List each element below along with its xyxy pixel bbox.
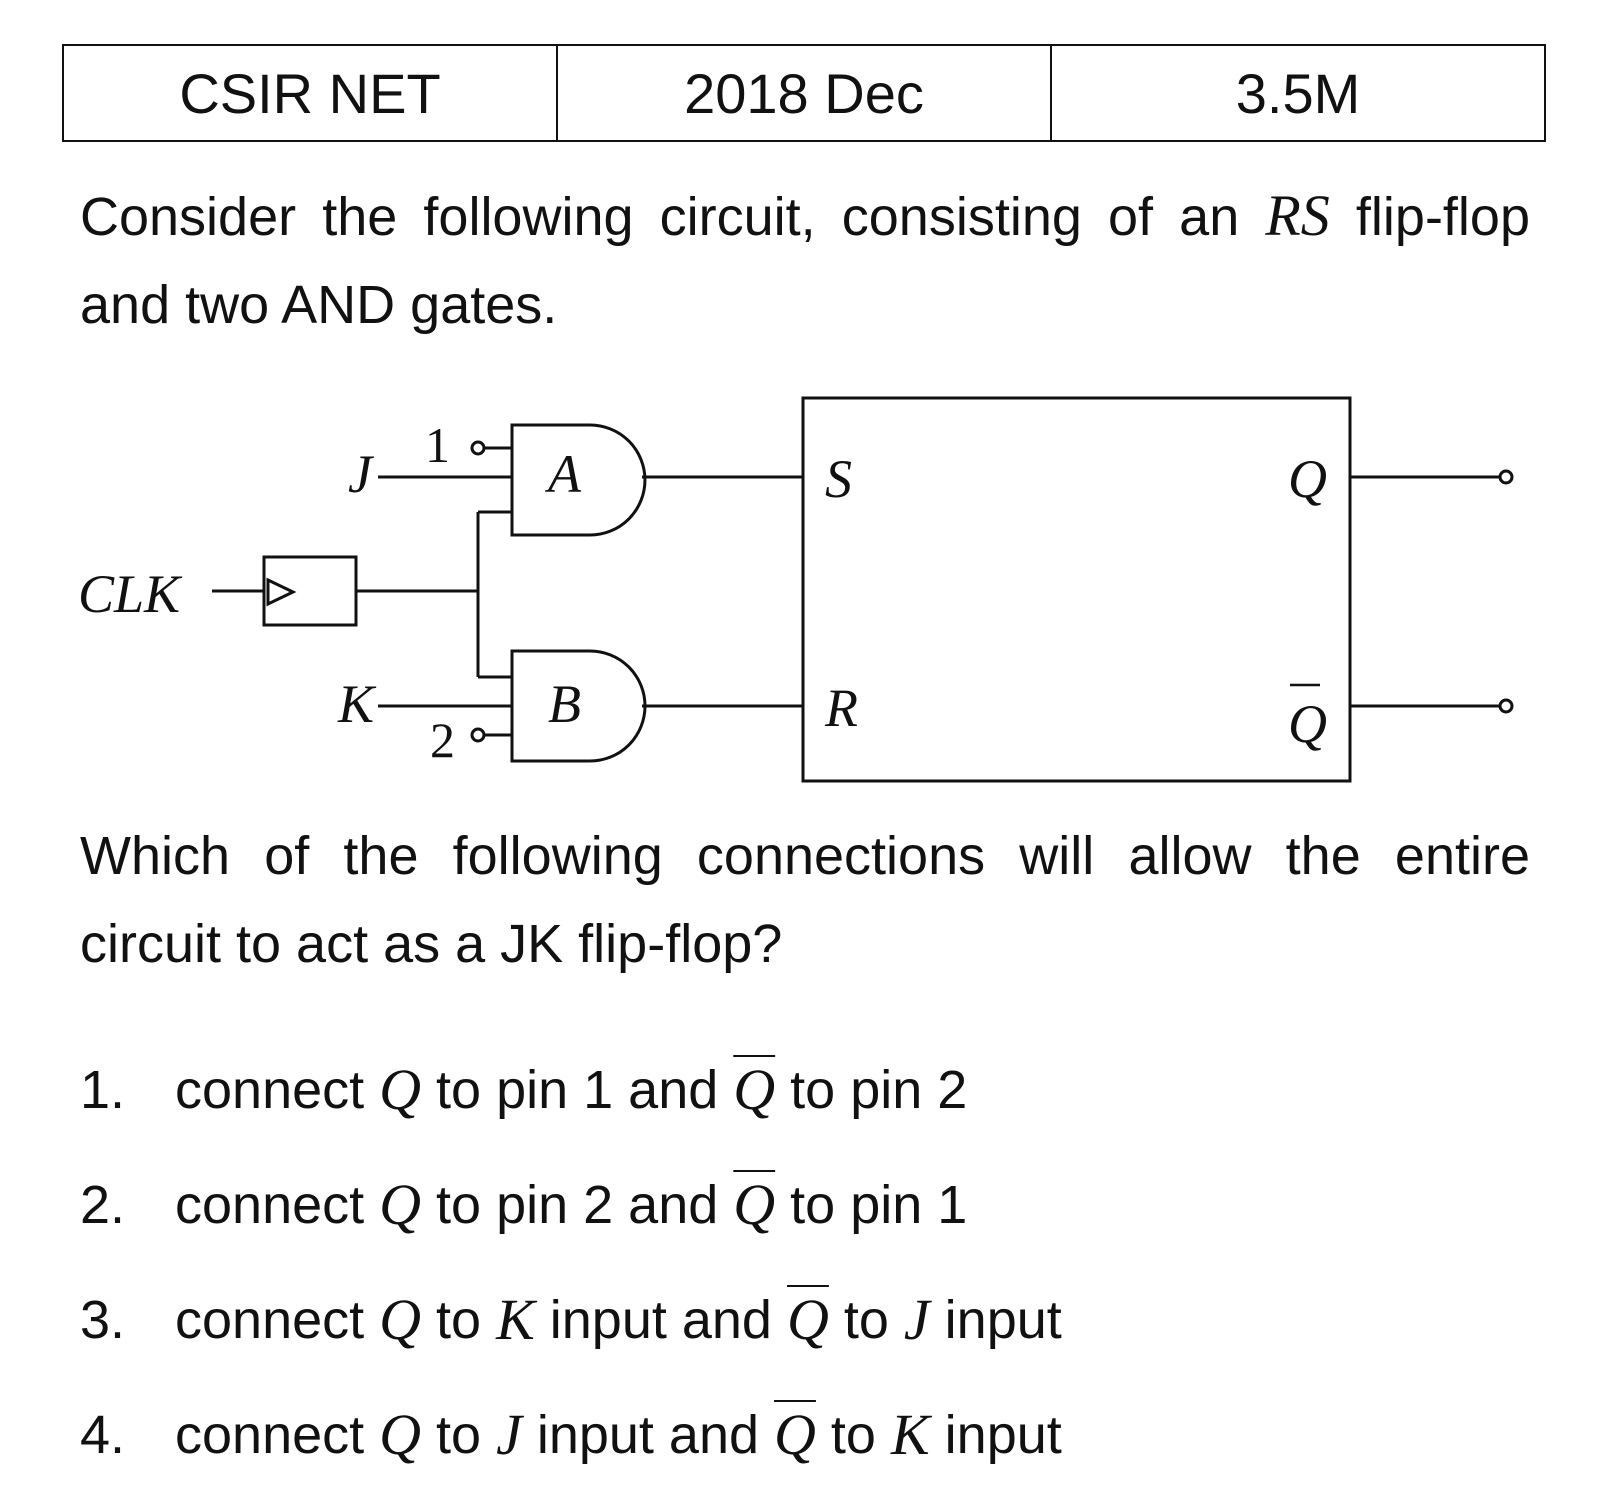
option-text: to pin 1	[775, 1174, 968, 1235]
option-text: to pin 1 and	[421, 1059, 734, 1120]
exam-name: CSIR NET	[179, 61, 441, 125]
j-symbol: J	[903, 1287, 930, 1352]
option-text: connect	[175, 1289, 380, 1350]
q-symbol: Q	[379, 1287, 422, 1352]
intro-text-1: Consider the following circuit, consisti…	[80, 187, 1266, 247]
answer-options: 1. connect Q to pin 1 and Q to pin 2 2. …	[80, 1032, 1480, 1492]
gate-a-label: A	[545, 444, 582, 504]
option-text: input	[929, 1289, 1062, 1350]
q-symbol: Q	[379, 1172, 422, 1237]
qbar-symbol: Q	[774, 1402, 816, 1467]
clk-label: CLK	[78, 564, 183, 624]
option-text: to	[828, 1289, 904, 1350]
header-table: CSIR NET 2018 Dec 3.5M	[62, 44, 1546, 142]
option-text: connect	[175, 1059, 380, 1120]
option-4[interactable]: 4. connect Q to J input and Q to K input	[80, 1377, 1480, 1492]
q-label: Q	[1288, 449, 1327, 509]
option-3[interactable]: 3. connect Q to K input and Q to J input	[80, 1262, 1480, 1377]
q-output-terminal	[1498, 469, 1514, 485]
k-label: K	[337, 674, 377, 734]
option-text: to pin 2	[775, 1059, 968, 1120]
question-marks: 3.5M	[1050, 46, 1544, 140]
question-intro: Consider the following circuit, consisti…	[80, 172, 1530, 349]
j-symbol: J	[496, 1402, 522, 1467]
option-text: input and	[521, 1404, 775, 1465]
option-text: input	[929, 1404, 1062, 1465]
j-label: J	[348, 444, 375, 504]
r-label: R	[824, 678, 858, 738]
k-symbol: K	[890, 1402, 930, 1467]
option-text: input and	[534, 1289, 787, 1350]
option-number: 2.	[80, 1174, 126, 1235]
option-number: 3.	[80, 1289, 126, 1350]
option-number: 4.	[80, 1404, 126, 1465]
option-text: to	[421, 1289, 497, 1350]
q-symbol: Q	[379, 1402, 422, 1467]
k-symbol: K	[496, 1287, 535, 1352]
clock-triangle	[266, 577, 297, 607]
option-1[interactable]: 1. connect Q to pin 1 and Q to pin 2	[80, 1032, 1480, 1147]
clock-box	[262, 555, 358, 627]
option-text: connect	[175, 1404, 380, 1465]
qbar-symbol: Q	[733, 1172, 776, 1237]
qbar-symbol: Q	[786, 1287, 829, 1352]
question-prompt: Which of the following connections will …	[80, 826, 1530, 974]
option-2[interactable]: 2. connect Q to pin 2 and Q to pin 1	[80, 1147, 1480, 1262]
option-text: to	[421, 1404, 497, 1465]
pin-2-label: 2	[430, 712, 455, 768]
and-gate-b	[510, 649, 647, 763]
q-symbol: Q	[379, 1057, 422, 1122]
option-text: connect	[175, 1174, 380, 1235]
s-label: S	[825, 449, 852, 509]
intro-text-2: flip-flop and two AND gates.	[80, 187, 1530, 335]
qbar-label: Q	[1288, 694, 1327, 754]
qbar-symbol: Q	[733, 1057, 776, 1122]
pin-1-label: 1	[425, 417, 450, 473]
and-gate-a	[510, 423, 647, 537]
pin-2-terminal	[470, 727, 486, 743]
qbar-output-terminal	[1498, 698, 1514, 714]
option-text: to	[815, 1404, 891, 1465]
circuit-diagram: J K CLK 1 2 A B S R Q Q	[78, 396, 1514, 783]
exam-session: 2018 Dec	[556, 46, 1050, 140]
rs-flip-flop-box	[801, 396, 1352, 783]
option-number: 1.	[80, 1059, 126, 1120]
pin-1-terminal	[470, 440, 486, 456]
option-text: to pin 2 and	[421, 1174, 734, 1235]
gate-b-label: B	[548, 674, 581, 734]
rs-symbol: RS	[1265, 183, 1330, 248]
